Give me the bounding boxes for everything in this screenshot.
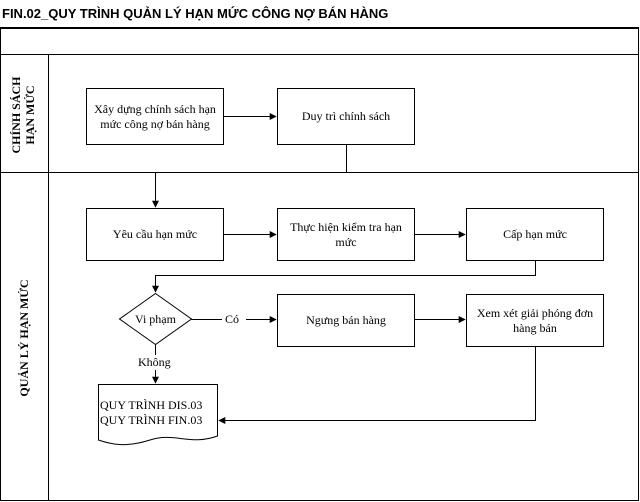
node-stop-selling-label: Ngưng bán hàng [306,313,386,327]
lane-label-management-text: QUẢN LÝ HẠN MỨC [17,279,31,397]
lane-label-management: QUẢN LÝ HẠN MỨC [16,268,32,408]
node-grant-limit [466,208,604,261]
node-check-limit [277,208,415,261]
node-stop-selling [277,294,415,347]
node-violation-label: Vi phạm [135,311,176,326]
page-title: FIN.02_QUY TRÌNH QUẢN LÝ HẠN MỨC CÔNG NỢ… [0,0,639,28]
node-maintain-policy-label: Duy trì chính sách [301,109,391,123]
edge-grant-to-decision [152,261,536,293]
node-check-limit-label: Thực hiện kiểm tra hạn mức [290,219,402,249]
node-request-limit-label: Yêu cầu hạn mức [112,227,198,241]
node-maintain-policy [277,88,415,145]
edge-label-yes: Có [225,312,240,326]
lane-label-policy-line2: HẠN MỨC [23,85,37,145]
node-review-release [466,294,604,347]
node-review-release-label: Xem xét giải phóng đơn hàng bán [476,305,594,335]
document-line-1: QUY TRÌNH DIS.03 [100,398,203,412]
node-request-limit [86,208,224,261]
node-build-policy-label: Xây dựng chính sách hạn mức công nợ bán … [94,101,216,131]
lane-label-policy-line1: CHÍNH SÁCH [9,76,23,154]
node-document [98,384,218,446]
edge-review-to-document [218,347,536,424]
node-violation-decision [118,292,193,346]
lane-label-policy: CHÍNH SÁCH HẠN MỨC [9,65,39,165]
node-build-policy [86,88,224,145]
swimlane-frame [0,28,639,501]
edge-label-no: Không [138,355,171,370]
document-line-2: QUY TRÌNH FIN.03 [100,413,203,427]
node-grant-limit-label: Cấp hạn mức [503,227,567,241]
